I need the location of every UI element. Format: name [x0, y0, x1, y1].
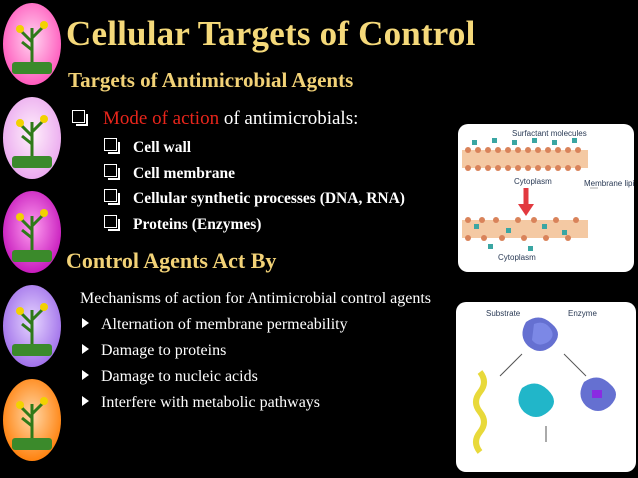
arrow-bullet-icon	[82, 344, 89, 354]
checkbox-bullet-icon	[104, 189, 120, 205]
list-item: Cell wall	[104, 138, 405, 164]
figure-label: Enzyme	[568, 309, 597, 318]
checkbox-bullet-icon	[72, 110, 88, 126]
mode-rest: of antimicrobials:	[219, 108, 359, 129]
arrow-bullet-icon	[82, 370, 89, 380]
section-heading-targets: Targets of Antimicrobial Agents	[68, 68, 354, 92]
checkbox-bullet-icon	[104, 214, 120, 231]
arrow-bullet-icon	[82, 318, 89, 328]
logo-badge-icon	[2, 2, 62, 86]
logo-badge-icon	[2, 284, 62, 368]
list-item: Cell membrane	[104, 163, 405, 190]
checkbox-bullet-icon	[104, 138, 120, 154]
list-item: Proteins (Enzymes)	[104, 214, 405, 241]
figure-label: Substrate	[486, 309, 521, 318]
mode-highlight: Mode of action	[103, 108, 220, 129]
figure-label: Cytoplasm	[514, 177, 552, 186]
arrow-bullet-icon	[82, 396, 89, 406]
membrane-figure: Surfactant molecules Membrane lipids Cyt…	[458, 124, 634, 272]
logo-badge-icon	[2, 378, 62, 462]
mechanisms-intro: Mechanisms of action for Antimicrobial c…	[80, 290, 432, 307]
checkbox-bullet-icon	[104, 163, 120, 180]
logo-badge-icon	[2, 96, 62, 180]
mode-of-action-line: Mode of action of antimicrobials:	[72, 108, 358, 130]
logo-column	[0, 0, 64, 478]
figure-label: Cytoplasm	[498, 253, 536, 262]
figure-label: Membrane lipids	[584, 179, 634, 188]
list-item: Damage to nucleic acids	[82, 368, 348, 394]
actions-list: Alternation of membrane permeability Dam…	[82, 316, 348, 420]
section-heading-control: Control Agents Act By	[66, 248, 277, 273]
figure-label: Surfactant molecules	[512, 129, 587, 138]
list-item: Damage to proteins	[82, 342, 348, 368]
slide-title: Cellular Targets of Control	[66, 14, 476, 53]
list-item: Cellular synthetic processes (DNA, RNA)	[104, 189, 405, 215]
logo-badge-icon	[2, 190, 62, 274]
targets-list: Cell wall Cell membrane Cellular synthet…	[104, 138, 405, 240]
protein-figure: Enzyme Substrate	[456, 302, 636, 472]
list-item: Interfere with metabolic pathways	[82, 394, 348, 420]
list-item: Alternation of membrane permeability	[82, 316, 348, 342]
